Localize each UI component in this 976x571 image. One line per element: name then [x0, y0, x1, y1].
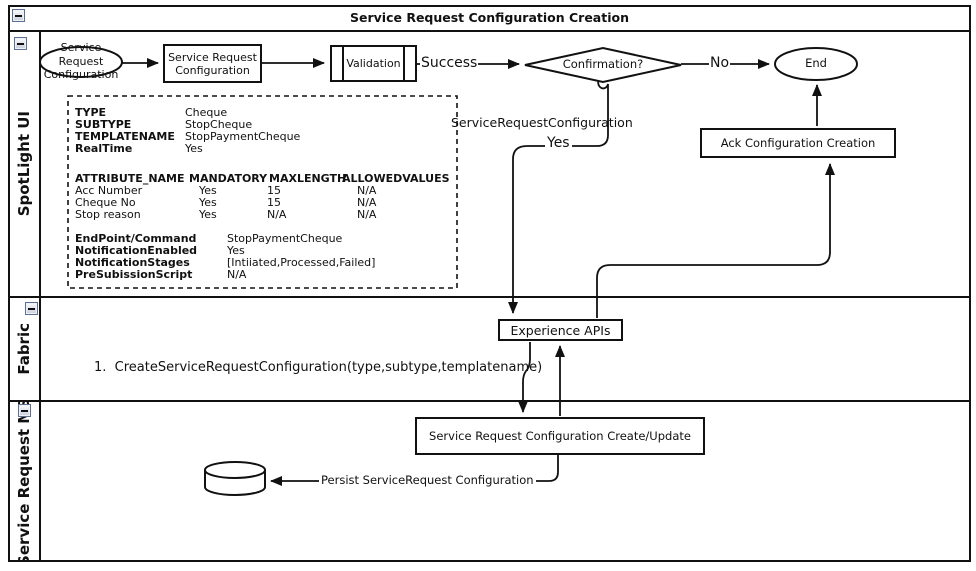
- edge-experience-apis-to-create-update: [518, 342, 531, 413]
- edge-label-persist: Persist ServiceRequest Configuration: [319, 473, 536, 487]
- ack-configuration-creation-box: Ack Configuration Creation: [700, 128, 896, 158]
- start-node-shape: [39, 46, 123, 78]
- confirmation-diamond-label: Confirmation?: [562, 57, 644, 71]
- validation-box: Validation: [330, 45, 417, 82]
- collapse-lane-spotlight-icon[interactable]: [14, 37, 27, 50]
- confirmation-diamond-shape: [524, 46, 682, 84]
- diagram-frame: [8, 5, 971, 562]
- validation-box-label: Validation: [346, 57, 401, 70]
- edge-yes-to-experience-apis: [508, 76, 609, 314]
- edge-label-success: Success: [420, 55, 479, 71]
- end-node-shape: [774, 47, 858, 81]
- database-cylinder-icon: [204, 461, 266, 496]
- service-request-configuration-box: Service Request Configuration: [163, 44, 262, 83]
- end-node-label: End: [805, 56, 827, 70]
- edge-experience-apis-to-ack: [596, 163, 835, 318]
- diagram-title: Service Request Configuration Creation: [8, 5, 971, 32]
- lane-label-column-divider: [39, 30, 41, 562]
- lane-divider-1: [8, 296, 971, 298]
- note-endpoint-row: NotificationStages[Intiiated,Processed,F…: [75, 256, 376, 269]
- edge-persist-to-database: [270, 455, 559, 486]
- collapse-diagram-icon[interactable]: [12, 9, 25, 22]
- edge-label-no: No: [709, 55, 731, 71]
- diagram-title-text: Service Request Configuration Creation: [350, 10, 629, 25]
- create-update-box: Service Request Configuration Create/Upd…: [415, 417, 705, 455]
- fabric-call-text: 1. CreateServiceRequestConfiguration(typ…: [94, 360, 543, 375]
- experience-apis-box: Experience APIs: [498, 319, 623, 341]
- collapse-lane-fabric-icon[interactable]: [25, 302, 38, 315]
- edge-label-payload: ServiceRequestConfiguration: [451, 115, 633, 130]
- edge-label-yes: Yes: [545, 135, 572, 151]
- start-node-label: Service Request Configuration: [43, 41, 119, 81]
- collapse-lane-service-request-ms-icon[interactable]: [18, 404, 31, 417]
- config-note-border: [67, 95, 458, 289]
- lane-divider-2: [8, 400, 971, 402]
